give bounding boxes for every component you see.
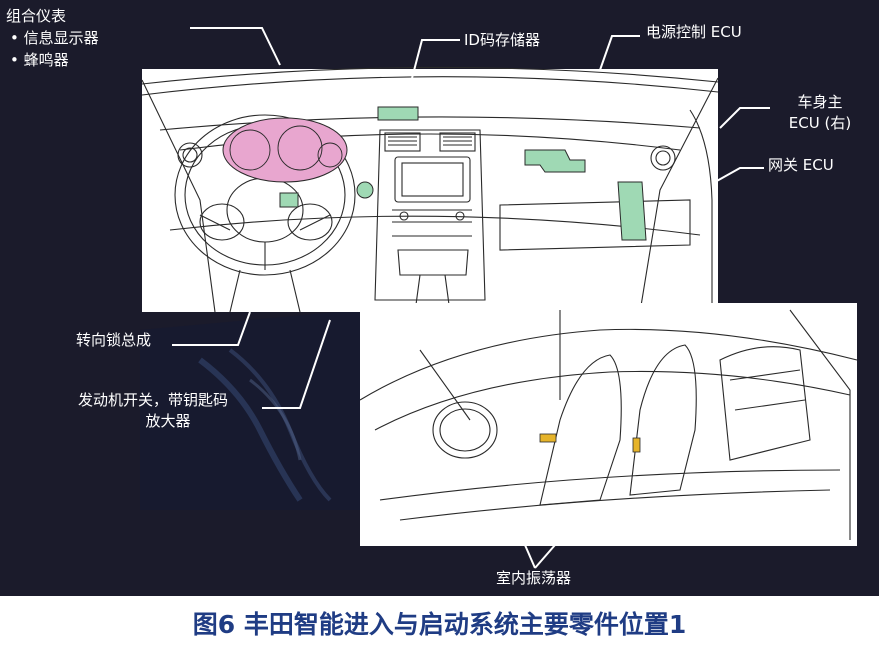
leader-oscillator-2 [534, 544, 556, 569]
leader-engine-switch [262, 319, 331, 409]
label-cabin-oscillator: 室内振荡器 [496, 569, 572, 587]
power-ecu-highlight [524, 149, 586, 173]
dashboard-panel [141, 66, 719, 313]
leader-oscillator-1 [524, 544, 536, 569]
label-steering-lock: 转向锁总成 [76, 331, 152, 349]
leader-gateway-ecu [714, 167, 764, 183]
label-gateway-ecu: 网关 ECU [768, 156, 834, 174]
steering-lock-highlight [279, 192, 299, 208]
label-body-ecu-line1: 车身主 [797, 93, 843, 111]
body-ecu-highlight [617, 181, 647, 241]
label-body-ecu-line2: ECU (右) [788, 114, 852, 132]
leader-lines [172, 27, 770, 569]
front-oscillator-highlight [539, 433, 557, 443]
label-combination-meter: 组合仪表 [6, 7, 67, 25]
steering-column-photo-area [140, 310, 360, 510]
rear-oscillator-highlight [632, 437, 641, 453]
label-info-display: • 信息显示器 [10, 29, 99, 47]
leader-steering-lock [172, 311, 251, 346]
id-code-box-highlight [377, 106, 419, 121]
label-id-code-box: ID码存储器 [464, 31, 540, 49]
label-engine-switch-line2: 放大器 [145, 412, 191, 430]
leader-id-code-box [404, 39, 460, 106]
label-buzzer: • 蜂鸣器 [10, 51, 69, 69]
label-engine-switch-line1: 发动机开关，带钥匙码 [78, 391, 229, 409]
figure-caption: 图6 丰田智能进入与启动系统主要零件位置1 [192, 610, 687, 639]
leader-combination-meter [190, 27, 281, 66]
leader-body-ecu [719, 107, 770, 129]
engine-switch-highlight [356, 181, 374, 199]
label-power-ecu: 电源控制 ECU [646, 23, 742, 41]
leader-power-ecu [599, 35, 640, 71]
cabin-panel [359, 303, 858, 546]
combination-meter-highlight [222, 117, 348, 183]
caption-strip [0, 596, 879, 658]
